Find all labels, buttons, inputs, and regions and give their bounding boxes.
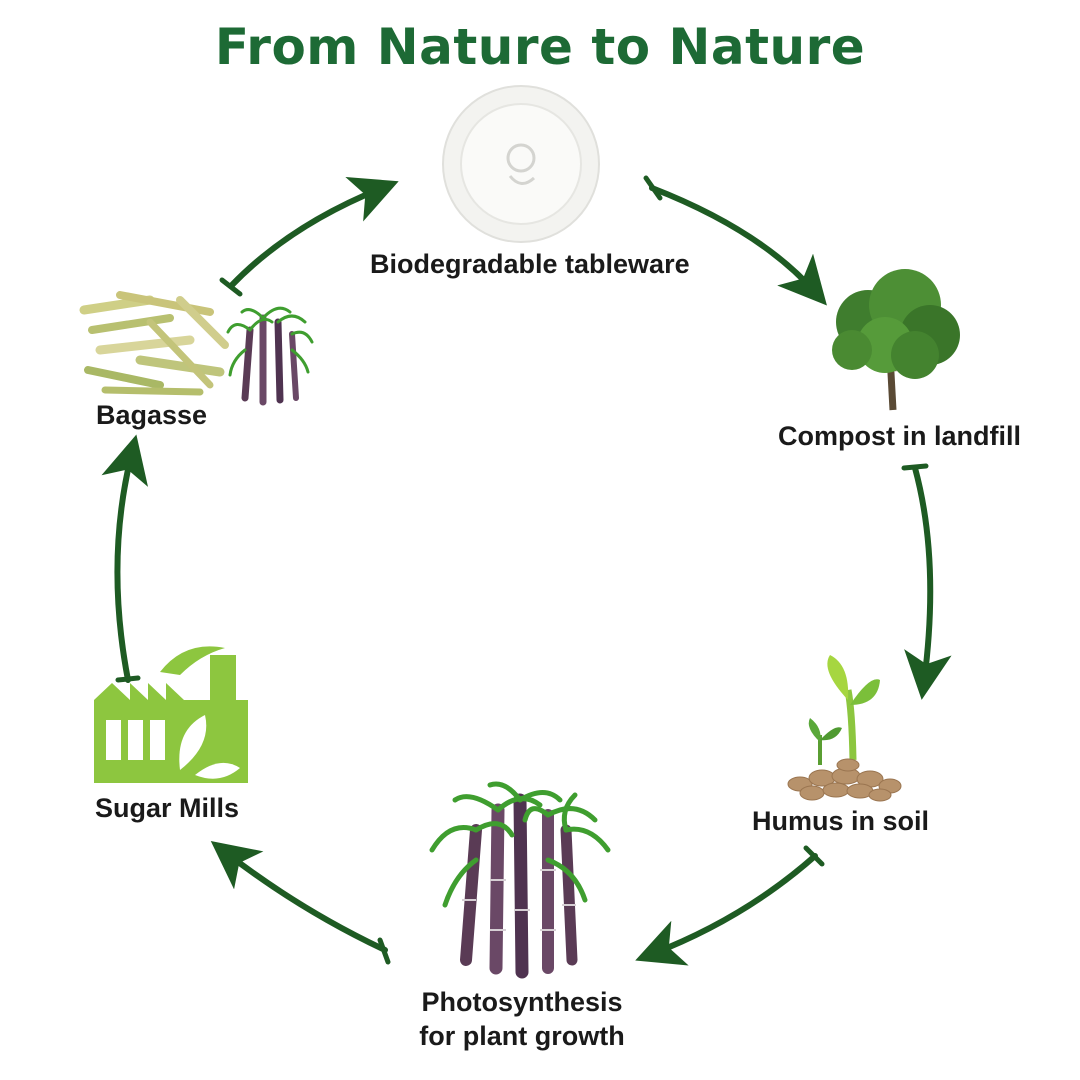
- arrow-tableware-to-compost: [643, 175, 827, 306]
- bagasse-icon: [79, 291, 314, 406]
- arrow-mills-to-bagasse: [101, 434, 149, 683]
- plate-icon: [442, 85, 600, 243]
- arrow-compost-to-humus: [901, 463, 952, 700]
- arrow-photosynthesis-to-mills: [210, 840, 391, 965]
- label-photosynthesis: Photosynthesis for plant growth: [408, 985, 636, 1053]
- label-compost-in-landfill: Compost in landfill: [778, 421, 1021, 451]
- label-biodegradable-tableware: Biodegradable tableware: [370, 249, 690, 279]
- sugarcane-icon: [429, 781, 611, 979]
- label-humus-in-soil: Humus in soil: [752, 806, 930, 836]
- diagram-title: From Nature to Nature: [214, 18, 866, 76]
- factory-icon: [94, 646, 248, 783]
- label-photosynthesis-line1: Photosynthesis: [421, 987, 623, 1017]
- label-photosynthesis-line2: for plant growth: [419, 1021, 625, 1051]
- arrow-bagasse-to-tableware: [219, 176, 399, 297]
- label-sugar-mills: Sugar Mills: [95, 793, 240, 823]
- label-bagasse: Bagasse: [96, 400, 208, 430]
- sprout-icon: [787, 655, 902, 802]
- arrow-humus-to-photosynthesis: [635, 845, 825, 966]
- tree-icon: [832, 269, 960, 411]
